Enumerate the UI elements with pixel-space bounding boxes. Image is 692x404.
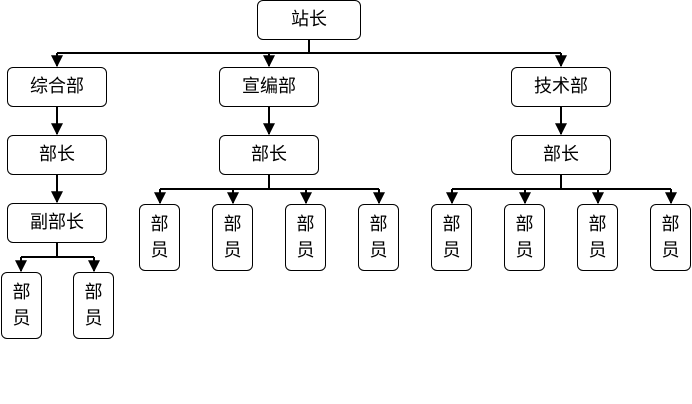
dept-general-label: 综合部 bbox=[30, 76, 84, 97]
member-char-1: 部 bbox=[223, 213, 242, 235]
member-char-1: 部 bbox=[588, 213, 607, 235]
node-general-member-1: 部 员 bbox=[1, 272, 42, 339]
member-char-2: 员 bbox=[223, 239, 242, 261]
member-char-1: 部 bbox=[515, 213, 534, 235]
node-publicity-member-4: 部 员 bbox=[358, 204, 399, 271]
node-dept-general: 综合部 bbox=[7, 67, 107, 107]
dept-general-deputy-label: 副部长 bbox=[30, 212, 84, 233]
member-char-2: 员 bbox=[369, 239, 388, 261]
node-dept-tech-head: 部长 bbox=[511, 135, 611, 175]
dept-tech-head-label: 部长 bbox=[543, 144, 579, 165]
member-char-1: 部 bbox=[661, 213, 680, 235]
member-char-2: 员 bbox=[150, 239, 169, 261]
node-publicity-member-2: 部 员 bbox=[212, 204, 253, 271]
node-dept-publicity-head: 部长 bbox=[219, 135, 319, 175]
member-char-1: 部 bbox=[442, 213, 461, 235]
node-dept-tech: 技术部 bbox=[511, 67, 611, 107]
member-char-2: 员 bbox=[515, 239, 534, 261]
node-general-member-2: 部 员 bbox=[73, 272, 114, 339]
node-dept-general-head: 部长 bbox=[7, 135, 107, 175]
node-publicity-member-3: 部 员 bbox=[285, 204, 326, 271]
member-char-2: 员 bbox=[442, 239, 461, 261]
dept-tech-label: 技术部 bbox=[534, 76, 588, 97]
dept-general-head-label: 部长 bbox=[39, 144, 75, 165]
member-char-2: 员 bbox=[588, 239, 607, 261]
member-char-2: 员 bbox=[12, 307, 31, 329]
node-tech-member-1: 部 员 bbox=[431, 204, 472, 271]
member-char-1: 部 bbox=[369, 213, 388, 235]
node-root-label: 站长 bbox=[291, 9, 327, 30]
node-tech-member-4: 部 员 bbox=[650, 204, 691, 271]
dept-publicity-label: 宣编部 bbox=[242, 76, 296, 97]
node-publicity-member-1: 部 员 bbox=[139, 204, 180, 271]
node-dept-general-deputy: 副部长 bbox=[7, 203, 107, 243]
member-char-1: 部 bbox=[150, 213, 169, 235]
member-char-1: 部 bbox=[296, 213, 315, 235]
member-char-2: 员 bbox=[84, 307, 103, 329]
node-tech-member-3: 部 员 bbox=[577, 204, 618, 271]
node-tech-member-2: 部 员 bbox=[504, 204, 545, 271]
member-char-1: 部 bbox=[12, 281, 31, 303]
member-char-2: 员 bbox=[661, 239, 680, 261]
member-char-2: 员 bbox=[296, 239, 315, 261]
node-dept-publicity: 宣编部 bbox=[219, 67, 319, 107]
dept-publicity-head-label: 部长 bbox=[251, 144, 287, 165]
member-char-1: 部 bbox=[84, 281, 103, 303]
node-root: 站长 bbox=[257, 0, 361, 40]
